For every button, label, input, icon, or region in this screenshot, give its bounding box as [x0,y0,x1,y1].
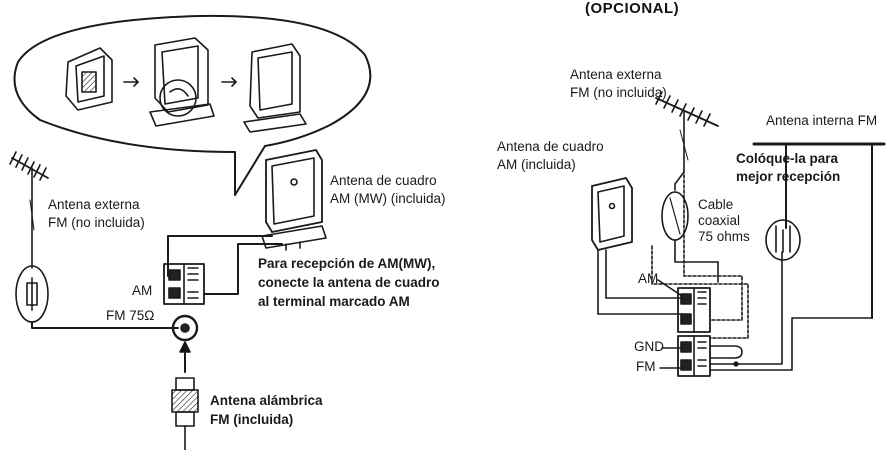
internal-fm-antenna-label: Antena interna FM [766,113,878,128]
coax-label-3: 75 ohms [698,229,750,244]
terminal-am-label: AM [638,271,659,286]
am-loop-antenna-right [591,177,633,251]
am-wire-right-b [605,249,683,299]
fm-75-ohm-socket [171,314,199,342]
ext-fm-dashed-lead-b [651,245,749,339]
loop-antenna-folded-icon [65,47,113,111]
junction-dot [733,361,739,367]
placement-note-1: Colóque-la para [736,151,839,166]
fm-wire-antenna-label-2: FM (incluida) [210,412,294,427]
optional-heading: (OPCIONAL) [585,0,680,17]
external-fm-antenna-label-2: FM (no incluida) [48,215,145,230]
step-arrow-1-head [133,77,139,87]
am-terminal-label: AM [132,283,153,298]
am-reception-note-1: Para recepción de AM(MW), [258,256,436,271]
assembly-callout-bubble [13,14,372,196]
int-fm-wire-b [709,317,873,371]
am-wire-left-b [203,243,283,295]
external-fm-antenna-label-1: Antena externa [48,197,140,212]
terminal-gnd-label: GND [634,339,664,354]
am-wire-left-a [167,235,273,277]
am-label-leader [657,279,683,297]
am-loop-right-label-1: Antena de cuadro [497,139,604,154]
step-arrow-2-head [231,77,237,87]
loop-antenna-assembled-icon [243,43,307,133]
fm-plug-arrow-head [179,341,191,353]
fm-wire-antenna-label-1: Antena alámbrica [210,393,323,408]
am-wire-right-a [597,249,683,315]
fm-terminal-label: FM 75Ω [106,308,155,323]
external-fm-antenna-left [9,151,179,329]
receiver-terminal-block-left [163,263,205,305]
coax-label-2: coaxial [698,213,741,228]
coax-label-1: Cable [698,197,734,212]
am-reception-note-2: conecte la antena de cuadro [258,275,440,290]
am-loop-right-label-2: AM (incluida) [497,157,576,172]
ext-fm-antenna-right-label-1: Antena externa [570,67,662,82]
int-fm-wire-a [709,251,783,365]
ext-fm-dashed-lead-a [683,169,743,321]
loop-antenna-unfolding-icon [149,37,215,127]
external-fm-antenna-right [655,91,719,263]
am-loop-antenna-label-1: Antena de cuadro [330,173,437,188]
placement-note-2: mejor recepción [736,169,841,184]
terminal-fm-label: FM [636,359,656,374]
gnd-jumper [709,345,743,359]
fm-wire-antenna-plug [171,377,199,450]
am-loop-antenna-label-2: AM (MW) (incluida) [330,191,446,206]
ext-fm-antenna-right-label-2: FM (no incluida) [570,85,667,100]
internal-fm-t-antenna [752,142,886,319]
am-reception-note-3: al terminal marcado AM [258,294,410,309]
receiver-terminal-block-right [677,287,711,377]
